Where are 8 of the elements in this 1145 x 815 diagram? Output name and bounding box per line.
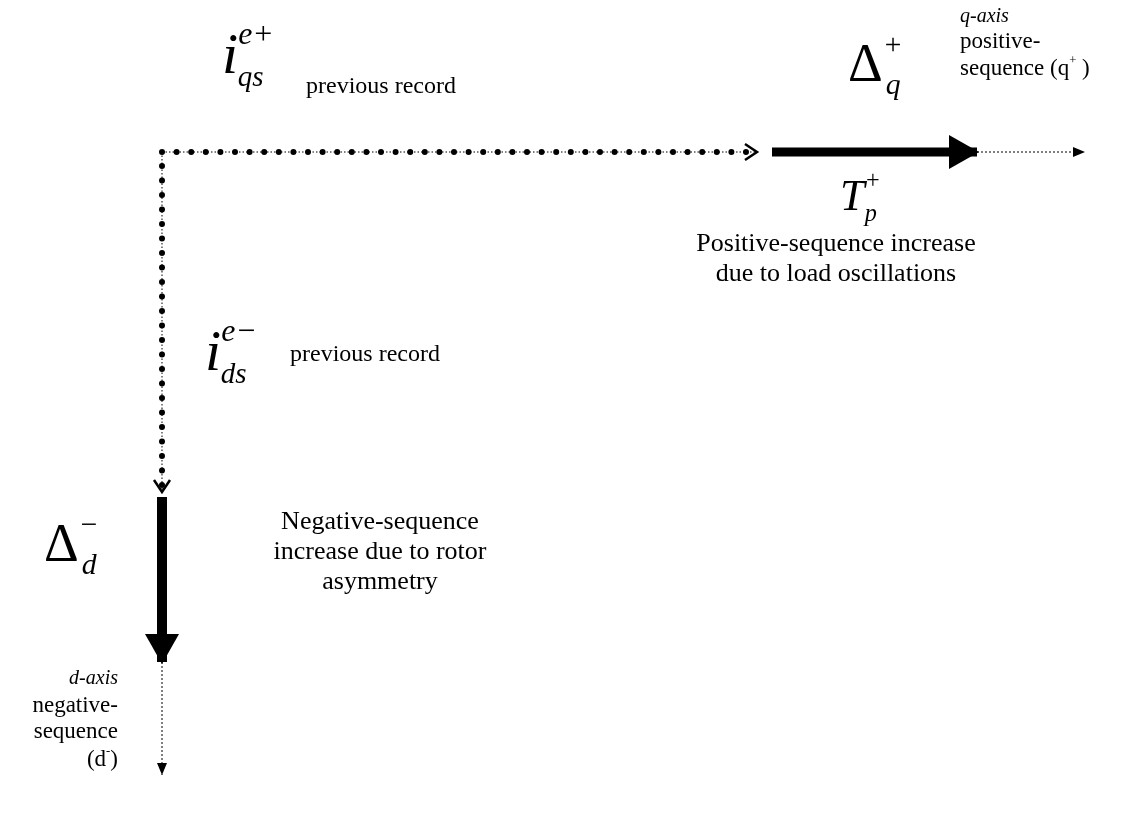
axis-label: positive- sequence (q$^{+}$ ) [960, 28, 1091, 83]
axis-label: negative- sequence (d$^{-}$) [31, 692, 118, 773]
axis-name: q-axis [960, 4, 1010, 27]
annotation-text: Positive-sequence increase due to load oscillations [695, 228, 977, 288]
text-label: previous record [306, 72, 457, 100]
axis-name: d-axis [68, 666, 118, 689]
annotation-text: Negative-sequence increase due to rotor asymmetry [272, 506, 488, 596]
text-label: previous record [290, 340, 441, 368]
